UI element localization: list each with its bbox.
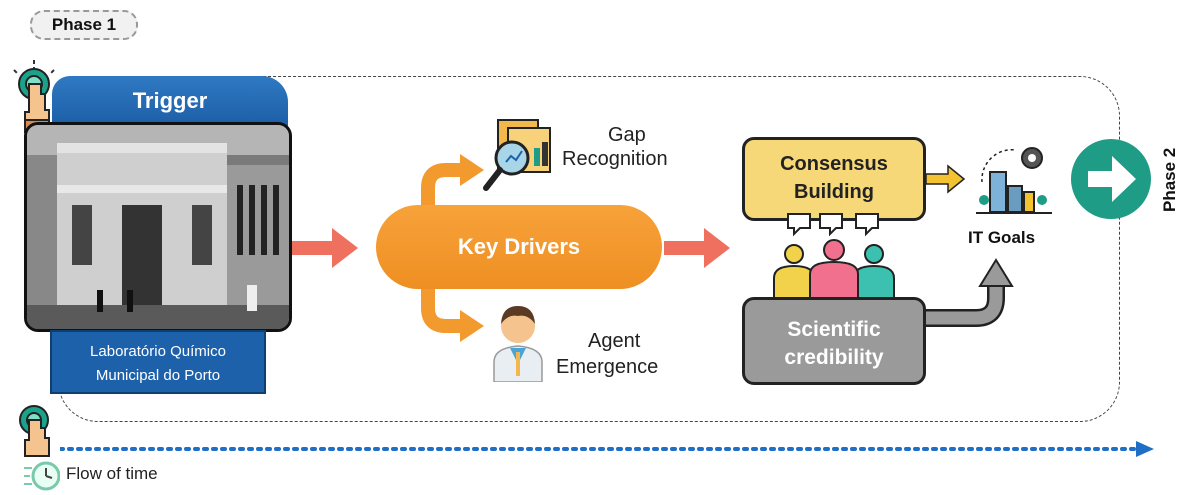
arrow-to-it-goals-icon xyxy=(926,164,966,194)
consensus-line1: Consensus xyxy=(780,153,888,175)
agent-label-line2: Emergence xyxy=(556,356,659,378)
laboratory-photo xyxy=(24,122,292,332)
trigger-caption: Laboratório Químico Municipal do Porto xyxy=(50,330,266,394)
consensus-line2: Building xyxy=(794,181,874,203)
phase1-label: Phase 1 xyxy=(30,10,138,40)
people-icon xyxy=(773,213,895,301)
trigger-header: Trigger xyxy=(52,76,288,126)
branch-arrows-icon xyxy=(421,154,484,342)
doctor-icon xyxy=(493,306,543,382)
gap-label-line1: Gap xyxy=(608,124,646,146)
consensus-building-box: Consensus Building xyxy=(742,137,926,221)
caption-line2: Municipal do Porto xyxy=(95,367,221,384)
touch-hand-icon xyxy=(19,405,50,457)
sci-line1: Scientific xyxy=(787,318,881,341)
city-gear-icon xyxy=(976,147,1052,214)
flow-of-time-label: Flow of time xyxy=(66,464,158,483)
phase2-label: Phase 2 xyxy=(1160,147,1179,213)
arrow-to-consensus-icon xyxy=(664,228,730,268)
clock-icon xyxy=(24,461,60,491)
sci-line2: credibility xyxy=(784,346,884,369)
curved-arrow-icon xyxy=(926,258,1014,327)
magnifier-chart-icon xyxy=(483,119,551,191)
gap-label-line2: Recognition xyxy=(562,148,668,170)
arrow-to-key-drivers-icon xyxy=(292,228,358,268)
timeline-arrow xyxy=(60,441,1154,457)
arrow-circle-icon xyxy=(1071,139,1151,219)
caption-line1: Laboratório Químico xyxy=(90,343,226,360)
scientific-credibility-box: Scientific credibility xyxy=(742,297,926,385)
agent-label-line1: Agent xyxy=(588,330,641,352)
it-goals-label: IT Goals xyxy=(968,228,1036,247)
key-drivers-box: Key Drivers xyxy=(376,205,662,289)
